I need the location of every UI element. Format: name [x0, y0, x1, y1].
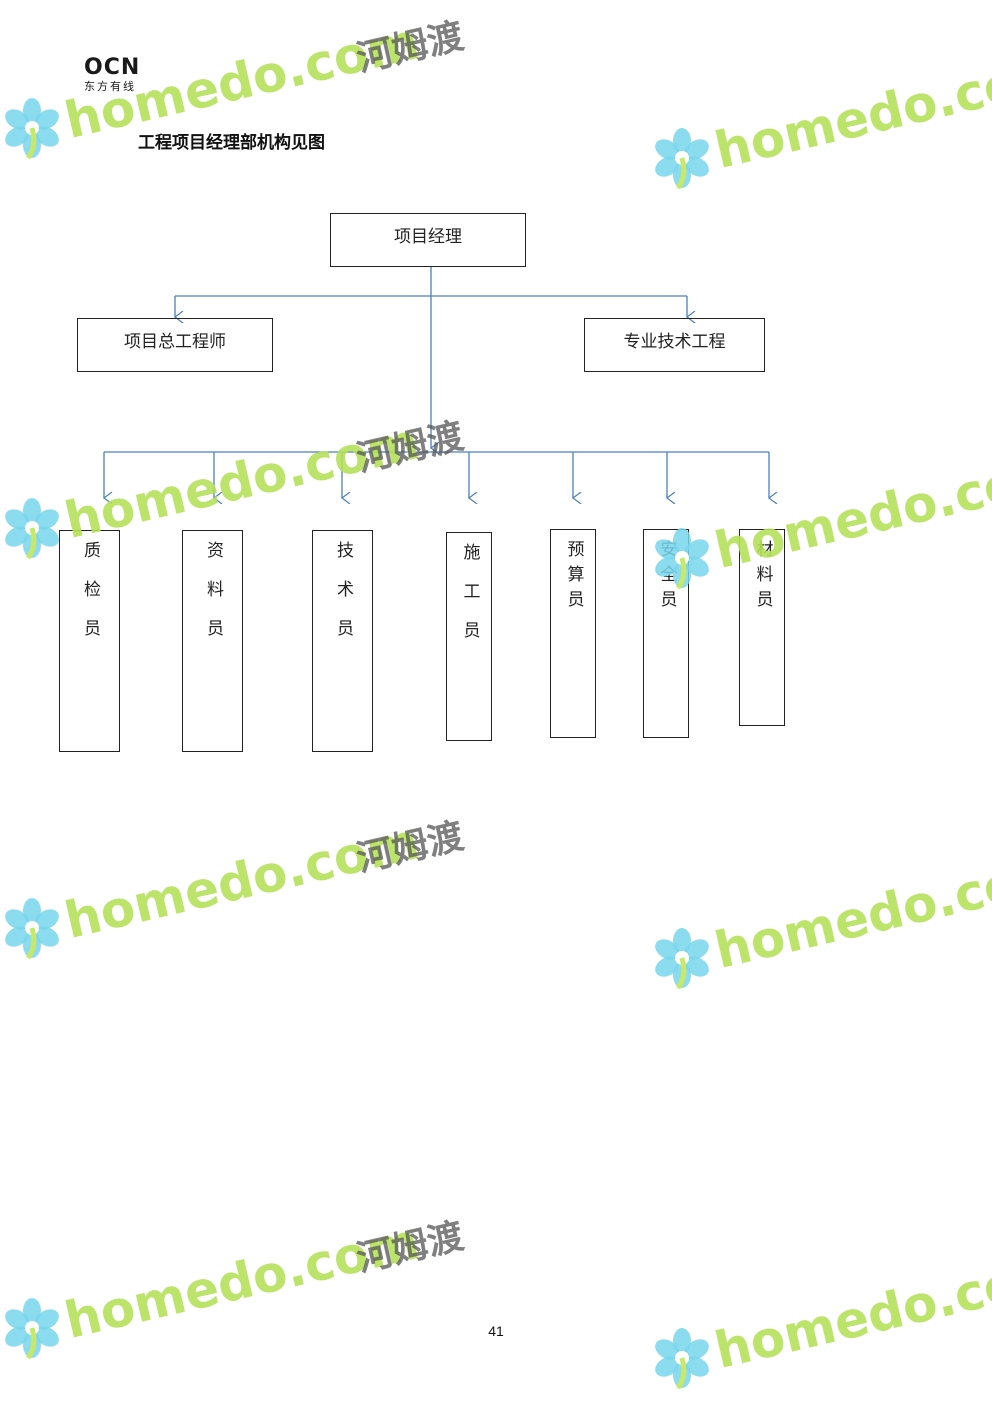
org-node-label: 材料员: [752, 540, 773, 615]
org-node-construction-worker: 施工员: [446, 532, 492, 741]
org-node-label: 技术员: [333, 541, 353, 658]
org-node-document-clerk: 资料员: [182, 530, 243, 752]
org-node-label: 项目总工程师: [124, 332, 226, 352]
company-logo: OCN 东方有线: [84, 56, 154, 94]
org-node-technical-engineer: 专业技术工程: [584, 318, 765, 372]
org-node-safety-officer: 安全员: [643, 529, 689, 738]
org-node-budget-officer: 预算员: [550, 529, 596, 738]
org-node-chief-engineer: 项目总工程师: [77, 318, 273, 372]
org-node-label: 项目经理: [394, 227, 462, 247]
org-node-label: 资料员: [203, 541, 223, 658]
org-node-label: 施工员: [459, 543, 480, 660]
org-node-project-manager: 项目经理: [330, 213, 526, 267]
org-node-quality-inspector: 质检员: [59, 530, 120, 752]
org-node-label: 质检员: [80, 541, 100, 658]
logo-mark: OCN: [84, 55, 141, 80]
org-node-label: 安全员: [656, 540, 677, 615]
org-node-technician: 技术员: [312, 530, 373, 752]
logo-subtitle: 东方有线: [84, 80, 136, 93]
org-node-materials-officer: 材料员: [739, 529, 785, 726]
org-node-label: 预算员: [563, 540, 584, 615]
page-number: 41: [488, 1323, 504, 1339]
org-node-label: 专业技术工程: [623, 332, 726, 352]
document-title: 工程项目经理部机构见图: [138, 133, 325, 153]
